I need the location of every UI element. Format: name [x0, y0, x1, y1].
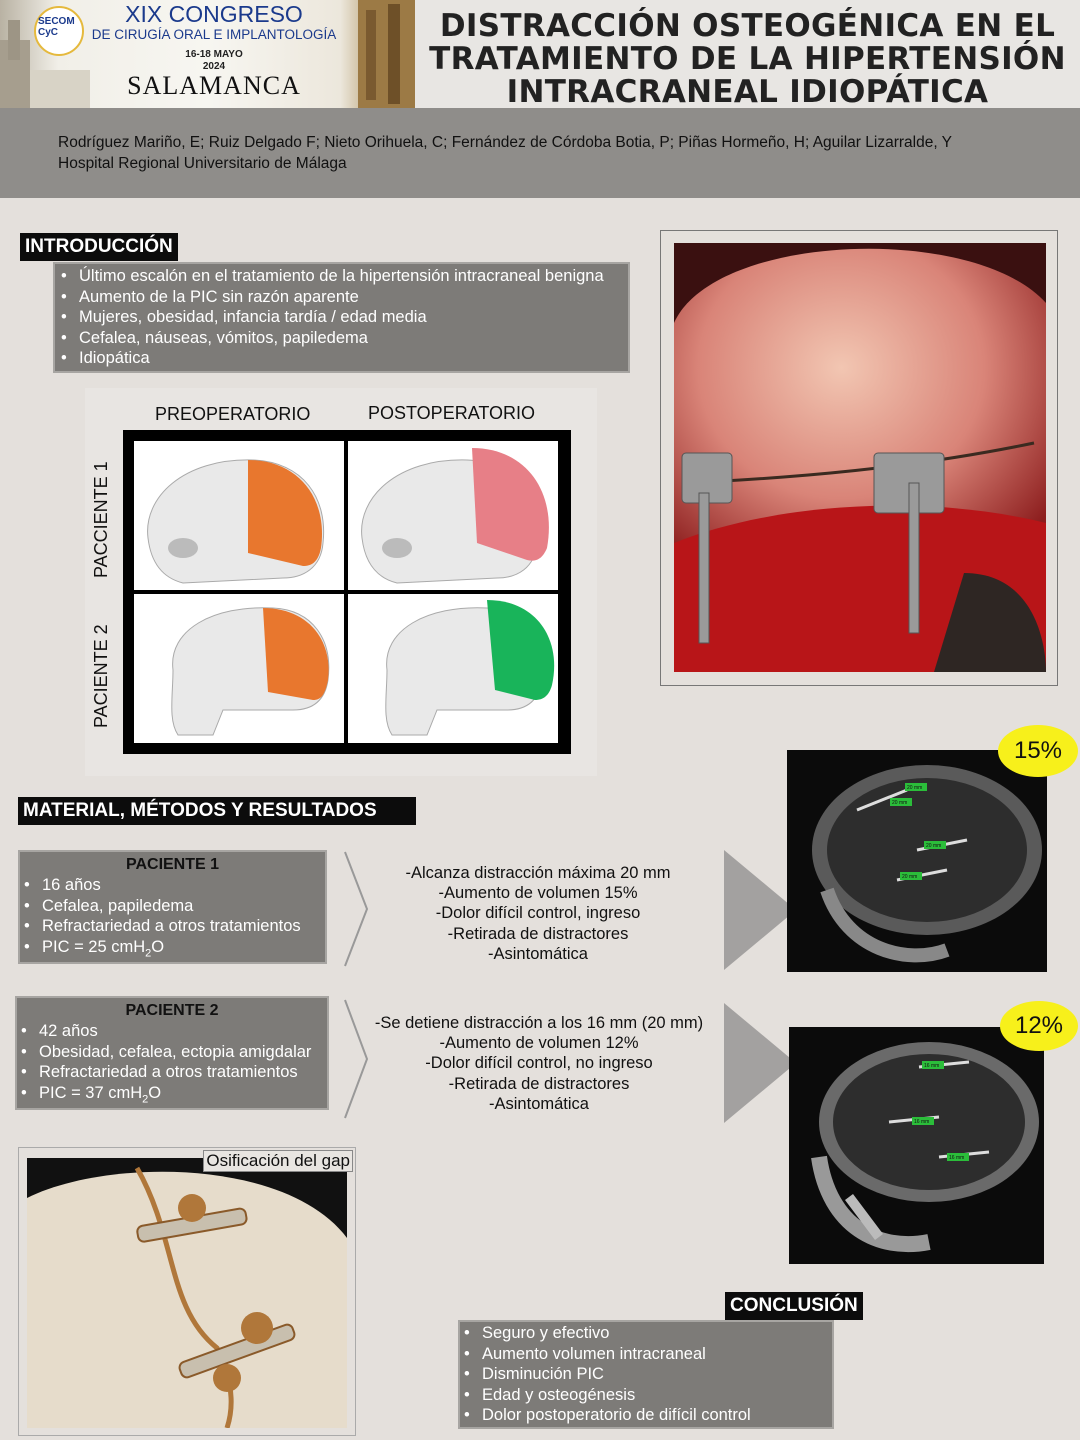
result-line: -Asintomática — [489, 1094, 589, 1113]
bracket-arrow-2 — [344, 999, 369, 1119]
svg-text:20 mm: 20 mm — [902, 874, 917, 880]
result-line: -Retirada de distractores — [447, 924, 629, 943]
congress-dates: 16-18 MAYO — [185, 49, 243, 60]
list-item: 42 años — [17, 1021, 327, 1042]
svg-text:20 mm: 20 mm — [892, 800, 907, 806]
skull-grid — [123, 430, 571, 754]
list-item: Edad y osteogénesis — [460, 1385, 832, 1406]
list-item: Refractariedad a otros tratamientos — [20, 916, 325, 937]
methods-heading: MATERIAL, MÉTODOS Y RESULTADOS — [18, 797, 416, 825]
ossification-image — [27, 1158, 347, 1428]
skull-p2-postop — [385, 600, 555, 736]
result-line: -Dolor difícil control, ingreso — [435, 904, 641, 923]
list-item: Cefalea, papiledema — [20, 896, 325, 917]
patient2-box: PACIENTE 2 42 años Obesidad, cefalea, ec… — [15, 996, 329, 1110]
xray-patient2: 16 mm 16 mm 16 mm — [789, 1027, 1044, 1264]
conclusion-heading: CONCLUSIÓN — [725, 1292, 863, 1320]
cathedral-silhouette — [0, 0, 415, 108]
patient1-title: PACIENTE 1 — [125, 856, 220, 873]
row-label-patient2: PACIENTE 2 — [91, 624, 111, 728]
skull-comparison-figure: PREOPERATORIO POSTOPERATORIO PACCIENTE 1… — [85, 388, 597, 776]
skull-p1-postop — [361, 448, 549, 584]
skull-p1-preop — [147, 459, 325, 584]
xray-patient1: 20 mm 20 mm 20 mm 20 mm — [787, 750, 1047, 972]
list-item: Mujeres, obesidad, infancia tardía / eda… — [57, 307, 628, 328]
list-item: Obesidad, cefalea, ectopia amigdalar — [17, 1042, 327, 1063]
ossification-figure: Osificación del gap — [18, 1147, 356, 1436]
svg-text:20 mm: 20 mm — [926, 843, 941, 849]
bracket-arrow-1 — [344, 851, 369, 967]
col-label-preop: PREOPERATORIO — [155, 404, 311, 424]
result-line: -Se detiene distracción a los 16 mm (20 … — [374, 1014, 704, 1032]
patient2-results: -Se detiene distracción a los 16 mm (20 … — [368, 1013, 710, 1114]
result-line: -Dolor difícil control, no ingreso — [425, 1054, 653, 1073]
result-line: -Retirada de distractores — [448, 1074, 630, 1093]
volume-badge-12: 12% — [1000, 1001, 1078, 1051]
result-line: -Alcanza distracción máxima 20 mm — [405, 864, 671, 882]
skull-p2-preop — [171, 607, 330, 736]
introduction-box: Último escalón en el tratamiento de la h… — [53, 262, 630, 373]
list-item: Idiopática — [57, 348, 628, 369]
list-item-pic: PIC = 37 cmH2O — [17, 1083, 327, 1110]
result-line: -Aumento de volumen 15% — [438, 884, 638, 903]
surgical-photo-frame — [660, 230, 1058, 686]
list-item: Seguro y efectivo — [460, 1323, 832, 1344]
congress-city: SALAMANCA — [127, 71, 301, 100]
patient1-box: PACIENTE 1 16 años Cefalea, papiledema R… — [18, 850, 327, 964]
list-item: 16 años — [20, 875, 325, 896]
ossification-caption: Osificación del gap — [203, 1150, 353, 1172]
arrow-right-icon — [724, 1003, 796, 1123]
svg-text:16 mm: 16 mm — [924, 1063, 939, 1069]
congress-logo-banner: SECOM CyC XIX CONGRESO DE CIRUGÍA ORAL E… — [0, 0, 415, 108]
volume-badge-15: 15% — [998, 725, 1078, 777]
list-item: Refractariedad a otros tratamientos — [17, 1062, 327, 1083]
congress-subtitle: DE CIRUGÍA ORAL E IMPLANTOLOGÍA — [91, 27, 337, 42]
row-label-patient1: PACCIENTE 1 — [91, 461, 111, 578]
svg-text:20 mm: 20 mm — [907, 785, 922, 791]
secom-logo: SECOM CyC — [34, 6, 84, 56]
list-item-pic: PIC = 25 cmH2O — [20, 937, 325, 964]
congress-title: XIX CONGRESO — [125, 1, 303, 27]
congress-year: 2024 — [202, 61, 226, 72]
authors: Rodríguez Mariño, E; Ruiz Delgado F; Nie… — [58, 134, 952, 151]
list-item: Aumento volumen intracraneal — [460, 1344, 832, 1365]
list-item: Dolor postoperatorio de difícil control — [460, 1405, 832, 1426]
patient1-results: -Alcanza distracción máxima 20 mm -Aumen… — [378, 863, 698, 964]
conclusion-box: Seguro y efectivo Aumento volumen intrac… — [458, 1320, 834, 1429]
surgical-photo — [674, 243, 1046, 672]
author-band: Rodríguez Mariño, E; Ruiz Delgado F; Nie… — [0, 108, 1080, 198]
institution: Hospital Regional Universitario de Málag… — [58, 155, 347, 172]
col-label-postop: POSTOPERATORIO — [368, 403, 536, 423]
svg-text:16 mm: 16 mm — [949, 1155, 964, 1161]
arrow-right-icon — [724, 850, 796, 970]
list-item: Aumento de la PIC sin razón aparente — [57, 287, 628, 308]
list-item: Disminución PIC — [460, 1364, 832, 1385]
poster-title-block: DISTRACCIÓN OSTEOGÉNICA EN EL TRATAMIENT… — [415, 0, 1080, 110]
result-line: -Asintomática — [488, 944, 588, 963]
list-item: Último escalón en el tratamiento de la h… — [57, 266, 628, 287]
list-item: Cefalea, náuseas, vómitos, papiledema — [57, 328, 628, 349]
svg-text:16 mm: 16 mm — [914, 1119, 929, 1125]
result-line: -Aumento de volumen 12% — [439, 1034, 639, 1053]
introduction-heading: INTRODUCCIÓN — [20, 233, 178, 261]
poster-title: DISTRACCIÓN OSTEOGÉNICA EN EL TRATAMIENT… — [429, 8, 1066, 110]
patient2-title: PACIENTE 2 — [125, 1002, 219, 1019]
congress-title-block: XIX CONGRESO DE CIRUGÍA ORAL E IMPLANTOL… — [84, 0, 344, 100]
